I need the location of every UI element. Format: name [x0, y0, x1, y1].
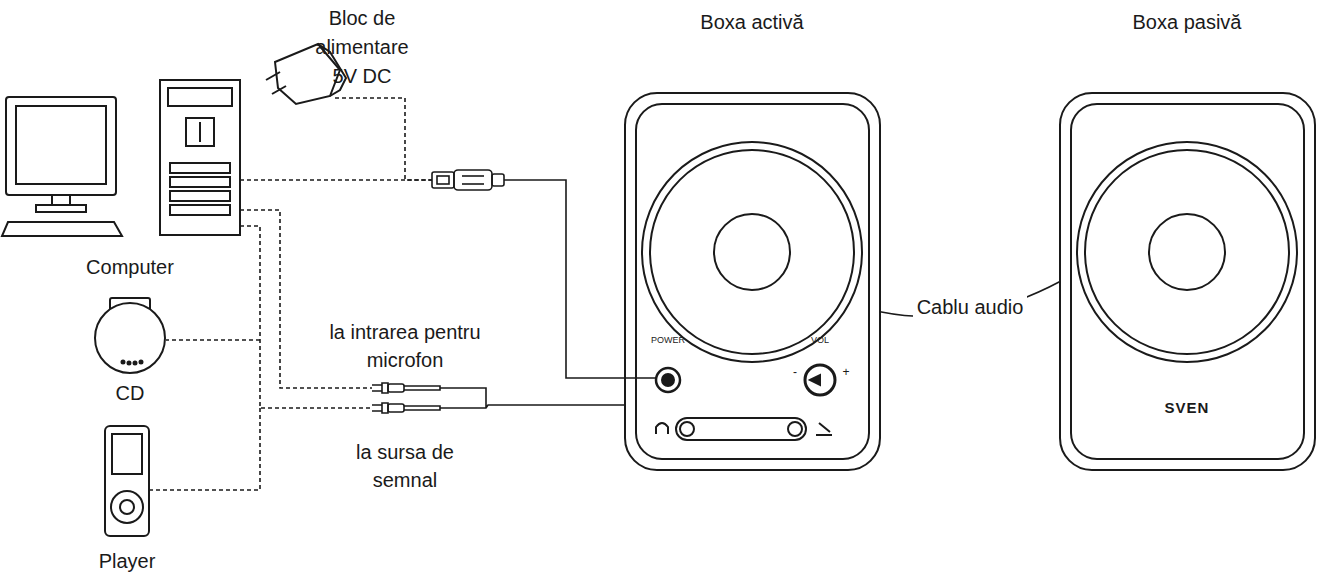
passive-speaker: Boxa pasivăSVEN [1060, 93, 1315, 470]
power-supply-node: Bloc de alimentare 5V DC [262, 4, 432, 108]
audio-jacks [372, 383, 626, 413]
computer-node: Computer [0, 76, 246, 288]
brand-logo: SVEN [1137, 395, 1237, 421]
device-label: Computer [50, 254, 210, 280]
cable-label: Cablu audio [913, 295, 1028, 319]
volume-plus: + [839, 364, 853, 380]
monitor-icon [2, 97, 122, 236]
jack-callout: la sursa de semnal [330, 438, 480, 494]
device-label: Bloc de alimentare 5V DC [302, 4, 422, 91]
power-cable [504, 180, 657, 378]
volume-minus: - [788, 364, 802, 380]
cd-node: CD [90, 296, 170, 408]
usb-plug [432, 170, 504, 190]
microphone-symbol [816, 423, 832, 435]
passive-speaker-housing [1060, 93, 1315, 470]
cd-player-icon [95, 298, 165, 373]
device-label: CD [90, 380, 170, 406]
pc-tower-icon [160, 80, 240, 235]
device-label: Boxa pasivă [1127, 7, 1247, 37]
device-label: Boxa activă [692, 7, 812, 37]
mp3-player-icon [105, 426, 149, 536]
active-speaker-housing [625, 93, 880, 470]
jack-callout: la intrarea pentru microfon [300, 318, 510, 374]
headphone-symbol [656, 423, 668, 434]
active-speaker: Boxa activă [625, 93, 880, 470]
device-label: Player [80, 548, 174, 574]
dashed-wires [150, 98, 432, 490]
button-label: POWER [638, 334, 698, 347]
player-node: Player [90, 424, 164, 576]
knob-label: VOL [790, 334, 850, 347]
